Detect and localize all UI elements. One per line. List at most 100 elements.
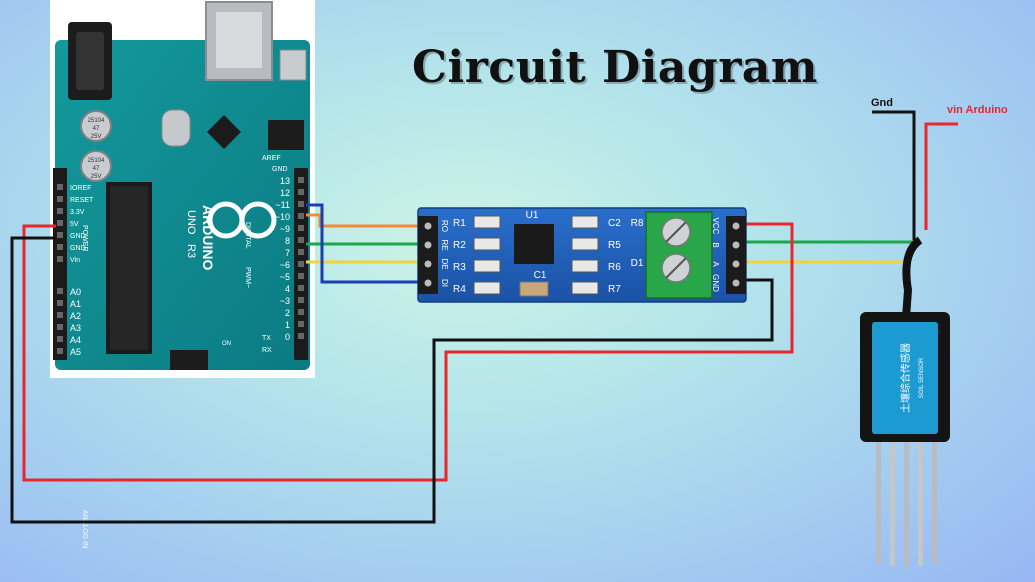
r8-label: R8 (631, 218, 644, 229)
analog-pin (57, 336, 63, 342)
resistor-left (473, 237, 501, 251)
power-pin (57, 208, 63, 214)
wire-orange (306, 213, 425, 228)
probe-3 (904, 442, 909, 568)
vin-wire-label: vin Arduino (947, 104, 1008, 116)
resistor-left (473, 215, 501, 229)
digital-pin-label: 13 (280, 176, 290, 186)
pwm-label: PWM~ (244, 267, 251, 288)
on-label: ON (222, 341, 231, 347)
power-jack-inner (76, 32, 104, 90)
arduino-model-r3: R3 (185, 244, 197, 258)
capacitor-1 (80, 110, 112, 142)
d1-label: D1 (631, 258, 644, 269)
digital-pin-label: 12 (280, 188, 290, 198)
resistor-label-left: R1 (453, 218, 466, 229)
digital-pin (298, 309, 304, 315)
analog-pin (57, 348, 63, 354)
digital-pin (298, 237, 304, 243)
wire-red-module (22, 222, 794, 482)
module-left-pin: DI (440, 279, 449, 287)
capacitor-2 (80, 150, 112, 182)
resistor-left (473, 259, 501, 273)
sensor-cable (902, 236, 923, 319)
power-pin-label: 5V (70, 221, 79, 228)
digital-pin-label: 4 (285, 284, 290, 294)
power-pin (57, 220, 63, 226)
wire-red-vin-sensor (924, 122, 958, 230)
module-right-pin: GND (711, 274, 720, 292)
probe-5 (932, 442, 937, 564)
soil-sensor: 土壤综合传感器 SOIL SENSOR (860, 236, 950, 568)
wire-blue (306, 203, 425, 284)
analog-pin-label: A0 (70, 287, 81, 297)
digital-pin-label: 0 (285, 332, 290, 342)
analog-pin (57, 324, 63, 330)
resistor-label-right: R5 (608, 240, 621, 251)
screw-slot-1 (665, 221, 687, 243)
digital-pin-label: 2 (285, 308, 290, 318)
digital-pin (298, 189, 304, 195)
cap-text-1: 25104 (88, 118, 105, 124)
module-c1 (519, 281, 549, 297)
digital-pin (298, 213, 304, 219)
power-pin-label: Vin (70, 257, 80, 264)
probe-2 (890, 442, 895, 566)
resistor-right (571, 259, 599, 273)
resistor-label-right: R7 (608, 284, 621, 295)
module-right-pin-dot (732, 222, 740, 230)
gnd-wire-label: Gnd (871, 97, 893, 109)
reset-button (279, 49, 307, 81)
module-right-pin-label: GND (711, 274, 720, 292)
analog-in-label: ANALOG IN (81, 510, 88, 548)
arduino-vertical-text: ARDUINO (200, 205, 216, 270)
module-left-pin: DE (440, 258, 449, 269)
analog-pin-label: A4 (70, 335, 81, 345)
resistor-label-right: C2 (608, 218, 621, 229)
left-header (53, 168, 67, 360)
module-left-header (418, 216, 438, 294)
digital-label: DIGITAL (244, 222, 251, 249)
module-left-pin-dot (424, 260, 432, 268)
digital-pin (298, 285, 304, 291)
digital-pin-label: ~10 (275, 212, 290, 222)
sensor-label-panel (872, 322, 938, 434)
wire-black-gnd-sensor (872, 110, 916, 240)
chip-label: U1 (526, 210, 539, 221)
module-left-pin-dot (424, 241, 432, 249)
resistor-left (473, 281, 501, 295)
wire-black-module (10, 236, 774, 524)
digital-pin-label: ~6 (280, 260, 290, 270)
power-pin-label: 3.3V (70, 209, 85, 216)
resistor-label-left: R4 (453, 284, 466, 295)
crystal (161, 109, 191, 147)
module-right-pin-label: B (711, 242, 720, 247)
module-right-pin-dot (732, 279, 740, 287)
bottom-icsp (170, 350, 208, 370)
module-left-pin-label: DE (440, 258, 449, 269)
module-right-pin: A (711, 261, 720, 267)
module-right-pin-dot (732, 241, 740, 249)
gnd-label-board: GND (272, 166, 288, 173)
module-left-pin-label: RO (440, 220, 449, 232)
digital-pin-label: ~9 (280, 224, 290, 234)
sensor-chinese-title: 土壤综合传感器 (899, 343, 912, 413)
resistor-right (571, 237, 599, 251)
analog-pin (57, 312, 63, 318)
module-right-pin: VCC (711, 218, 720, 235)
icsp-header (268, 120, 304, 150)
digital-pin (298, 201, 304, 207)
rx-label: RX (262, 347, 272, 354)
resistor-label-right: R6 (608, 262, 621, 273)
probe-4 (918, 442, 923, 566)
digital-pin (298, 321, 304, 327)
digital-pin (298, 177, 304, 183)
power-pin-label: GND (70, 233, 86, 240)
analog-pin-label: A3 (70, 323, 81, 333)
usb-chip (207, 115, 241, 149)
